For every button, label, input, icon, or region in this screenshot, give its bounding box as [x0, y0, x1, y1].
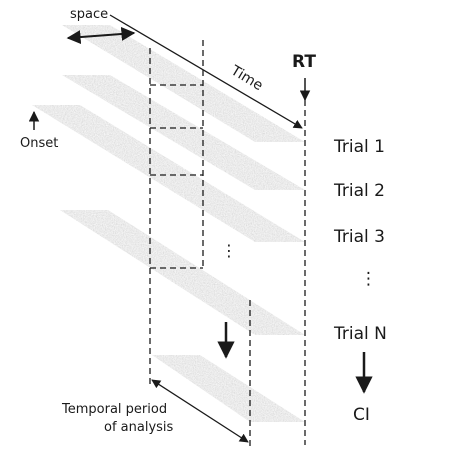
dots-mid: ⋮ [221, 241, 237, 260]
trial-label-dots: ⋮ [360, 269, 377, 289]
trial-label-2: Trial 2 [333, 181, 385, 201]
time-axis [109, 14, 303, 129]
rt-label: RT [292, 52, 316, 72]
time-label: Time [227, 62, 265, 94]
space-arrow [66, 26, 136, 45]
trial-plane-3 [32, 105, 305, 242]
trial-label-n: Trial N [333, 324, 387, 344]
ci-plane [152, 355, 305, 422]
space-label: space [70, 7, 108, 22]
temporal-period-label: Temporal period [61, 402, 167, 417]
trial-label-1: Trial 1 [333, 137, 385, 157]
ci-label: CI [353, 405, 370, 425]
trial-plane-n [60, 210, 305, 335]
onset-label: Onset [20, 136, 58, 151]
trial-plane-1 [62, 25, 305, 142]
analysis-label: of analysis [104, 420, 174, 435]
trial-plane-2 [62, 75, 305, 190]
temporal-period-arrow [151, 379, 249, 443]
trial-label-3: Trial 3 [333, 227, 385, 247]
